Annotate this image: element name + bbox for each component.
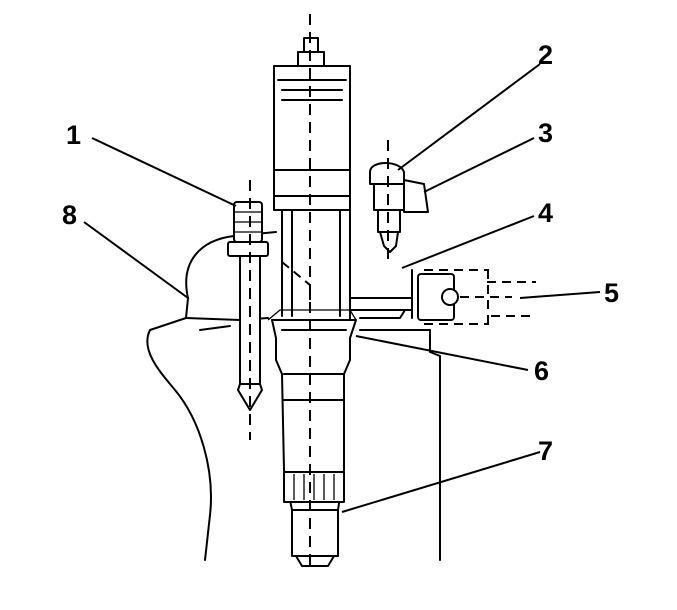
callout-6: 6 (534, 356, 549, 386)
callout-1: 1 (66, 120, 81, 150)
nozzle-sealing-washer (283, 471, 345, 567)
callout-5: 5 (604, 278, 619, 308)
callout-3: 3 (538, 118, 553, 148)
injector-lower-body (271, 319, 357, 511)
cylinder-head (146, 231, 441, 561)
callout-8: 8 (62, 200, 77, 230)
callout-7: 7 (538, 436, 553, 466)
electrical-connector (369, 140, 429, 264)
fuel-rail-fitting (417, 269, 536, 325)
hold-down-bolt (227, 180, 269, 440)
leader-lines (83, 63, 601, 513)
fuel-jumper-tube (349, 269, 413, 319)
injector-body (273, 37, 351, 321)
callout-4: 4 (538, 198, 553, 228)
callout-labels: 1 2 3 4 5 6 7 8 (62, 40, 619, 466)
callout-2: 2 (538, 40, 553, 70)
